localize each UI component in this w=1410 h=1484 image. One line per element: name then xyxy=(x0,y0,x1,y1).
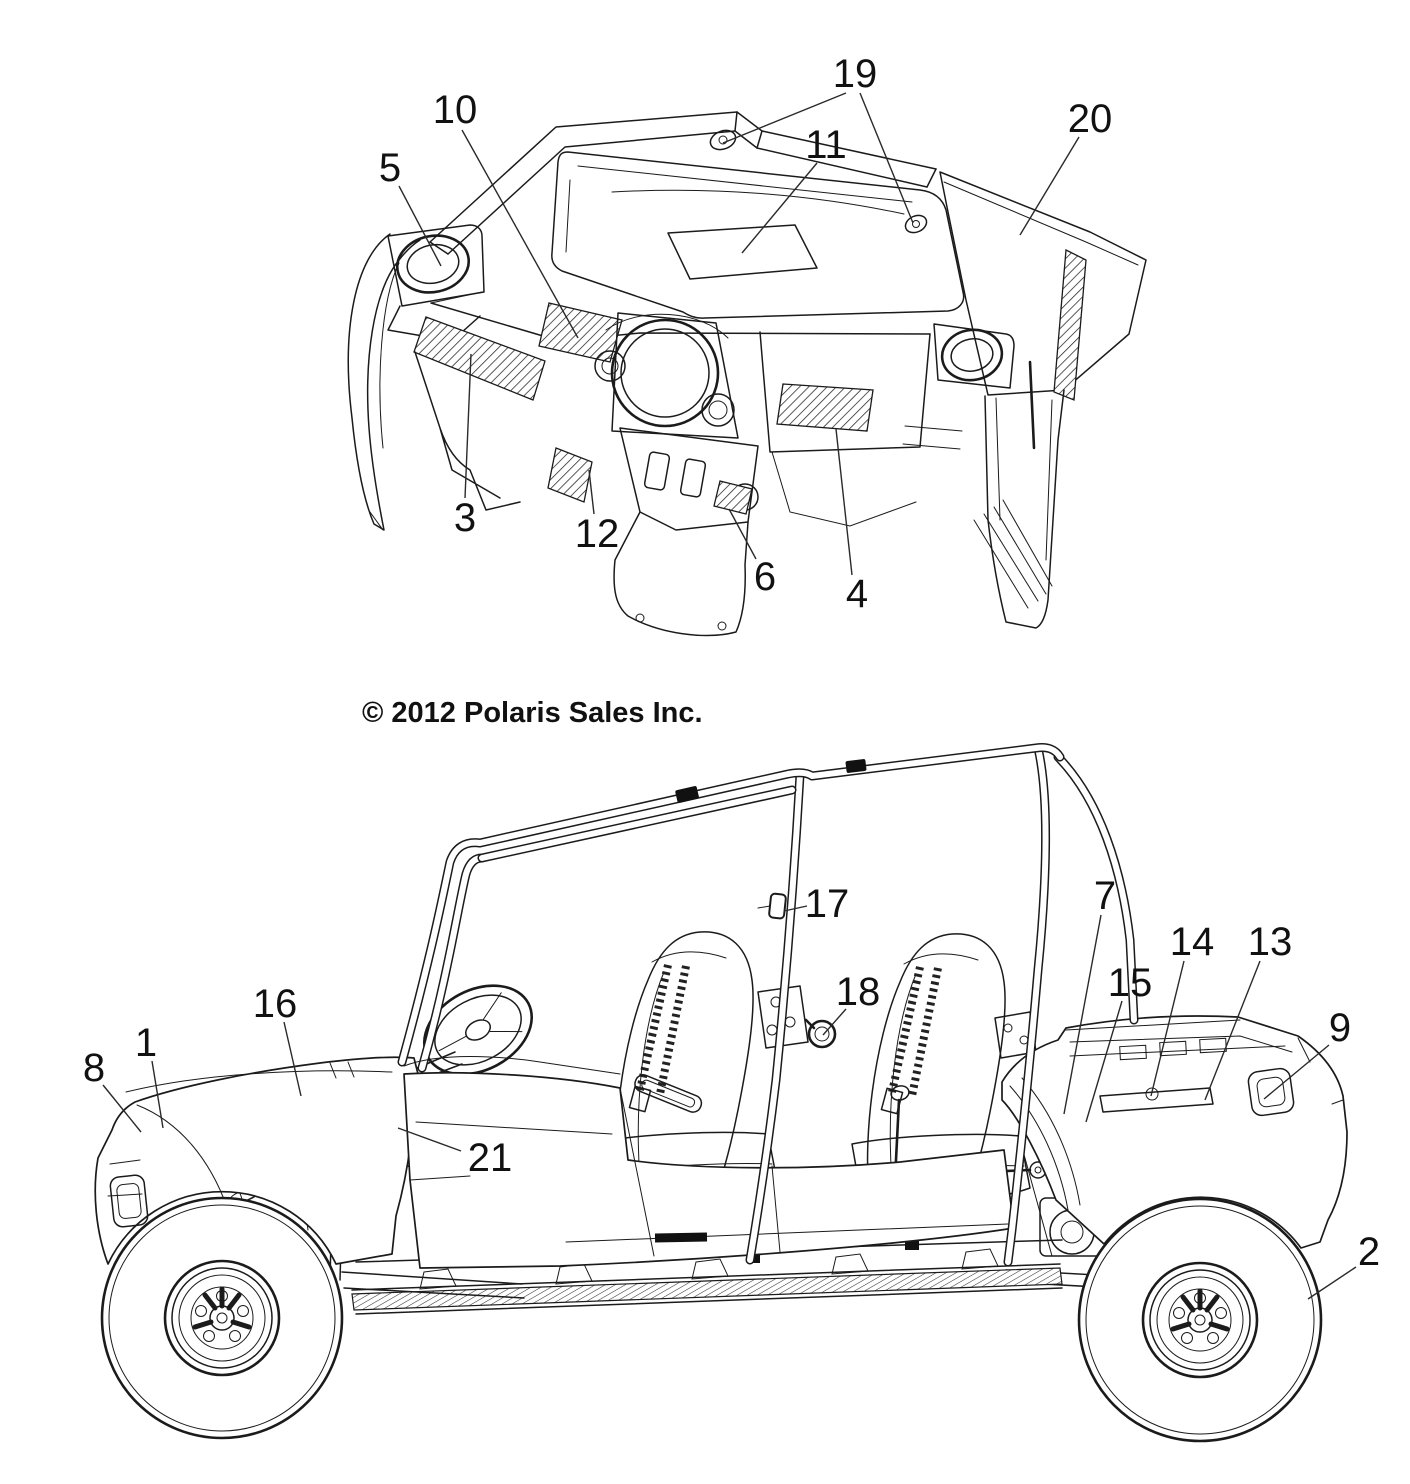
callout-label-2: 2 xyxy=(1358,1230,1380,1274)
callouts-side-view: 81 16 21 17 18 7 15 14 13 9 2 xyxy=(83,874,1380,1300)
door-side-panel xyxy=(403,1071,1015,1269)
rear-wheel-hub xyxy=(1170,1288,1230,1344)
callout-label-17: 17 xyxy=(805,882,850,926)
side-panel-20 xyxy=(939,171,1147,629)
callout-leader-19 xyxy=(859,92,914,224)
ignition-switch xyxy=(701,393,735,427)
callout-label-19: 19 xyxy=(833,52,878,96)
front-wheel-hub xyxy=(192,1286,252,1342)
callout-leader-13 xyxy=(1204,960,1261,1101)
callout-leader-8 xyxy=(102,1084,142,1133)
cage-clamp-decal xyxy=(845,759,867,773)
hood-latch-right xyxy=(904,214,928,234)
panel-vent-strip xyxy=(1053,248,1087,401)
harness-bar-bracket xyxy=(757,985,837,1049)
hood-decal xyxy=(667,224,818,280)
door-latch-bar xyxy=(654,1232,708,1243)
callout-label-3: 3 xyxy=(454,496,476,540)
headlight-left xyxy=(387,224,485,342)
callout-leader-2 xyxy=(1307,1266,1357,1300)
callout-label-11: 11 xyxy=(805,123,847,167)
callout-label-16: 16 xyxy=(253,982,298,1026)
grab-handle xyxy=(634,1074,703,1113)
gauge-cluster xyxy=(610,318,720,428)
callout-leader-20 xyxy=(1019,136,1080,236)
callout-label-9: 9 xyxy=(1329,1006,1351,1050)
callout-leader-4 xyxy=(835,428,853,576)
headlight-right xyxy=(933,323,1015,389)
dash-vent-left xyxy=(413,316,546,401)
callout-leader-19 xyxy=(722,92,847,144)
callout-leader-15 xyxy=(1085,1000,1123,1123)
cage-clip-17 xyxy=(757,892,787,920)
callout-label-6: 6 xyxy=(754,555,776,599)
callout-label-10: 10 xyxy=(433,88,478,132)
callout-leader-17 xyxy=(783,905,808,912)
rear-clip xyxy=(1001,1015,1348,1249)
rocker-switch-2 xyxy=(679,458,707,498)
roll-cage xyxy=(402,747,1134,1262)
cowl-panel xyxy=(429,111,937,255)
callout-label-18: 18 xyxy=(836,970,881,1014)
callout-label-4: 4 xyxy=(846,572,868,616)
callout-leader-18 xyxy=(822,1008,847,1036)
callout-leader-6 xyxy=(728,508,757,560)
fender-flare-left xyxy=(347,233,421,531)
front-wheel xyxy=(100,1196,344,1440)
callout-label-13: 13 xyxy=(1248,920,1293,964)
callout-label-15: 15 xyxy=(1108,961,1153,1005)
callout-label-5: 5 xyxy=(379,146,401,190)
callout-leader-21 xyxy=(397,1127,462,1152)
dash-assembly xyxy=(413,291,963,637)
callout-leader-10 xyxy=(461,129,579,339)
callout-label-12: 12 xyxy=(575,512,620,556)
figure-front-body xyxy=(347,111,1147,637)
hood-latch-left xyxy=(709,129,737,151)
cage-clamp-decal xyxy=(675,786,699,803)
callout-leader-11 xyxy=(741,162,818,254)
rocker-switch-1 xyxy=(643,451,671,491)
callout-label-8: 8 xyxy=(83,1046,105,1090)
headlight-front xyxy=(109,1174,149,1228)
taillight xyxy=(1247,1067,1295,1117)
callout-label-14: 14 xyxy=(1170,920,1215,964)
frame-clip xyxy=(905,1240,919,1250)
copyright-text: © 2012 Polaris Sales Inc. xyxy=(362,697,703,729)
fender-decal-strip xyxy=(1099,1087,1214,1113)
callout-leader-7 xyxy=(1063,914,1102,1115)
dash-vent-top xyxy=(538,302,623,363)
callout-leader-14 xyxy=(1150,960,1185,1097)
callout-leader-9 xyxy=(1263,1044,1330,1100)
callout-leader-1 xyxy=(151,1060,164,1129)
callout-label-1: 1 xyxy=(135,1021,157,1065)
callout-label-21: 21 xyxy=(468,1136,513,1180)
figure-side-view xyxy=(94,747,1348,1443)
switch-console xyxy=(619,427,759,531)
hood-panel xyxy=(551,151,965,319)
callout-leader-5 xyxy=(398,185,442,267)
rear-wheel xyxy=(1077,1197,1323,1443)
callout-label-7: 7 xyxy=(1094,874,1116,918)
dash-knob xyxy=(594,350,626,382)
callout-leader-3 xyxy=(464,353,472,499)
callout-leader-16 xyxy=(283,1021,302,1097)
frame-rail-hatched xyxy=(351,1267,1063,1311)
dash-trim-center xyxy=(713,480,753,515)
harness-bar-knob xyxy=(807,1019,837,1049)
callouts-front-body: 5 10 19 11 20 3 12 6 4 xyxy=(379,52,1112,616)
dash-vent-right xyxy=(776,383,874,432)
dash-cowl-line xyxy=(403,1056,621,1075)
gauge-bezel xyxy=(611,312,739,439)
callout-label-20: 20 xyxy=(1068,97,1113,141)
callout-leader-12 xyxy=(588,469,595,515)
dash-trim-left xyxy=(547,447,593,503)
